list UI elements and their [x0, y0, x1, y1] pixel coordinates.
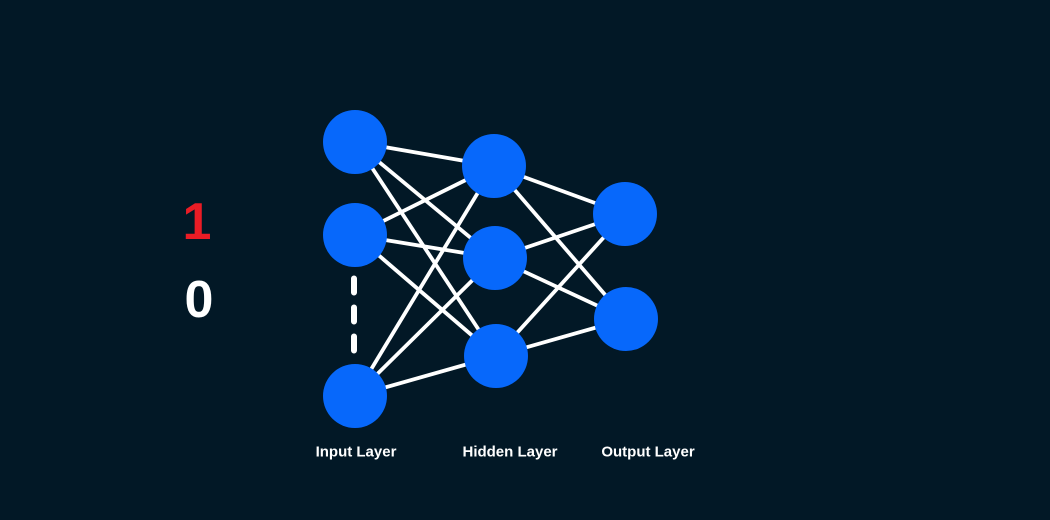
- output-2-node: [594, 287, 658, 351]
- hidden-2-node: [463, 226, 527, 290]
- input-1-node: [323, 110, 387, 174]
- hidden-3-node: [464, 324, 528, 388]
- input-digit-one: 1: [182, 193, 212, 251]
- input-3-node: [323, 364, 387, 428]
- connection-line-input-3-hidden-2: [353, 256, 497, 398]
- input-digit-zero: 0: [184, 271, 214, 329]
- connection-line-input-3-hidden-1: [353, 165, 496, 397]
- connection-line-hidden-1-output-2: [492, 164, 628, 321]
- connection-line-input-1-hidden-3: [353, 140, 498, 358]
- hidden-1-node: [462, 134, 526, 198]
- output-1-node: [593, 182, 657, 246]
- output-layer-label: Output Layer: [601, 443, 695, 461]
- input-layer-label: Input Layer: [315, 443, 397, 461]
- hidden-layer-label: Hidden Layer: [462, 443, 558, 461]
- input-2-node: [323, 203, 387, 267]
